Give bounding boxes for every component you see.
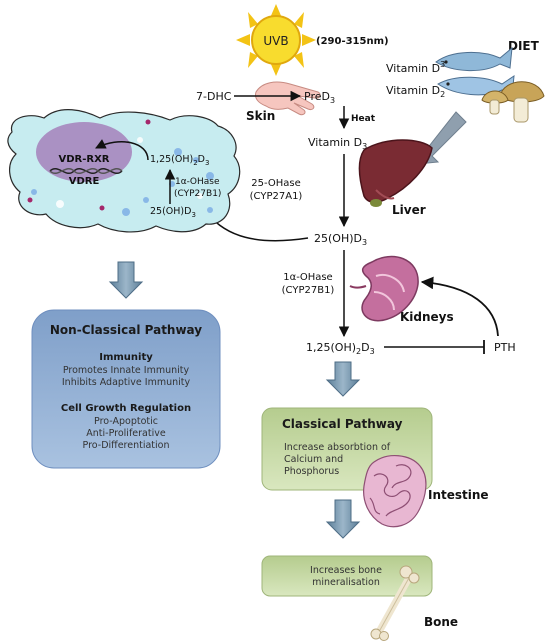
- bone-box-line-2: mineralisation: [312, 577, 380, 588]
- kidney-enzyme: 1α-OHase: [283, 272, 332, 283]
- cell-shape: [7, 109, 241, 233]
- 7dhc-label: 7-DHC: [196, 90, 232, 103]
- block-arrow-cell: [108, 261, 144, 299]
- kidneys-label: Kidneys: [400, 310, 454, 324]
- bone-label: Bone: [424, 615, 458, 629]
- diet-label: DIET: [508, 39, 540, 53]
- cell-calcidiol-label: 25(OH)D3: [150, 206, 196, 219]
- growth-item-1: Pro-Apoptotic: [94, 416, 158, 427]
- growth-item-2: Anti-Proliferative: [86, 428, 166, 439]
- vdr-rxr-label: VDR-RXR: [58, 154, 109, 165]
- immunity-item-1: Promotes Innate Immunity: [63, 365, 190, 376]
- vitamin-d3-label: Vitamin D3: [308, 136, 367, 151]
- pth-label: PTH: [494, 341, 516, 354]
- cell-enzyme-gene: (CYP27B1): [174, 189, 221, 199]
- liver-label: Liver: [392, 203, 426, 217]
- fish-icon: [435, 46, 515, 97]
- bone-icon: [370, 565, 420, 641]
- sun-icon: [236, 4, 316, 76]
- mushroom-icon: [481, 81, 545, 123]
- skin-label: Skin: [246, 109, 275, 123]
- growth-heading: Cell Growth Regulation: [61, 403, 191, 414]
- kidney-icon: [349, 255, 419, 322]
- kidney-enzyme-gene: (CYP27B1): [282, 285, 335, 296]
- calcidiol-label: 25(OH)D3: [314, 232, 367, 247]
- pred3-label: PreD3: [304, 90, 335, 105]
- dna-helix-icon: [49, 168, 123, 174]
- cell-receptor-arrow: [95, 139, 149, 161]
- immunity-item-2: Inhibits Adaptive Immunity: [62, 377, 191, 388]
- intestine-label: Intestine: [428, 488, 489, 502]
- heat-label: Heat: [351, 114, 376, 124]
- non-classical-title: Non-Classical Pathway: [50, 323, 202, 337]
- classical-line-1: Increase absorbtion of: [284, 442, 391, 453]
- liver-enzyme: 25-OHase: [251, 178, 301, 189]
- cell-enzyme: 1α-OHase: [175, 177, 220, 187]
- block-arrow-bone: [325, 499, 361, 539]
- intestine-icon: [363, 455, 427, 528]
- non-classical-box: [31, 309, 221, 469]
- classical-title: Classical Pathway: [282, 417, 403, 431]
- liver-enzyme-gene: (CYP27A1): [250, 191, 303, 202]
- classical-line-2: Calcium and: [284, 454, 343, 465]
- hand-icon: [255, 81, 321, 116]
- calcitriol-label: 1,25(OH)2D3: [306, 341, 375, 356]
- growth-item-3: Pro-Differentiation: [83, 440, 170, 451]
- bone-box: [261, 555, 433, 597]
- bone-box-line-1: Increases bone: [310, 565, 382, 576]
- liver-icon: [358, 139, 433, 207]
- diet-vitamin-d2: Vitamin D2: [386, 84, 445, 99]
- block-arrow-classical: [325, 361, 361, 397]
- vdre-label: VDRE: [69, 176, 100, 187]
- diet-vitamin-d3: Vitamin D3: [386, 60, 445, 75]
- immunity-heading: Immunity: [99, 352, 153, 363]
- uvb-wavelength: (290-315nm): [316, 36, 389, 47]
- uvb-label: UVB: [263, 34, 288, 48]
- classical-line-3: Phosphorus: [284, 466, 339, 477]
- pth-stimulation-arrow: [420, 276, 499, 337]
- cell-calcitriol-label: 1,25(OH)2D3: [150, 154, 209, 167]
